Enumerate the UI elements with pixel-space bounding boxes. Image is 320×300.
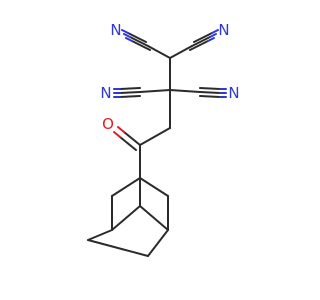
- oxygen-label-carbonyl: O: [102, 115, 114, 133]
- nitrogen-label-mid-left: N: [100, 84, 111, 102]
- atom-labels: N N N N O: [100, 21, 239, 133]
- triple-bond-top-left: [121, 29, 151, 51]
- triple-bond-mid-right: [199, 87, 227, 98]
- adamantane-cage: [87, 177, 169, 257]
- triple-bond-mid-left: [113, 87, 141, 98]
- bond-ch2-to-carbonyl: [139, 127, 171, 146]
- bond-ch-to-cn-right: [169, 45, 193, 59]
- bond-quaternary-to-cn-right: [169, 89, 201, 93]
- ketone-linker: [113, 126, 171, 179]
- bond-quaternary-to-cn-left: [139, 89, 171, 93]
- dicyano-methine-group: [121, 29, 219, 91]
- bond-ch-to-cn-left: [147, 45, 171, 59]
- bond-carbonyl-co-b: [119, 136, 137, 151]
- dicyano-quaternary-group: [113, 87, 227, 129]
- nitrogen-label-mid-right: N: [228, 84, 239, 102]
- triple-bond-top-right: [189, 29, 219, 51]
- bond-carbonyl-co-a: [123, 131, 141, 146]
- nitrogen-label-top-left: N: [110, 21, 121, 39]
- structure-diagram: N N N N O: [87, 21, 240, 257]
- nitrogen-label-top-right: N: [218, 21, 229, 39]
